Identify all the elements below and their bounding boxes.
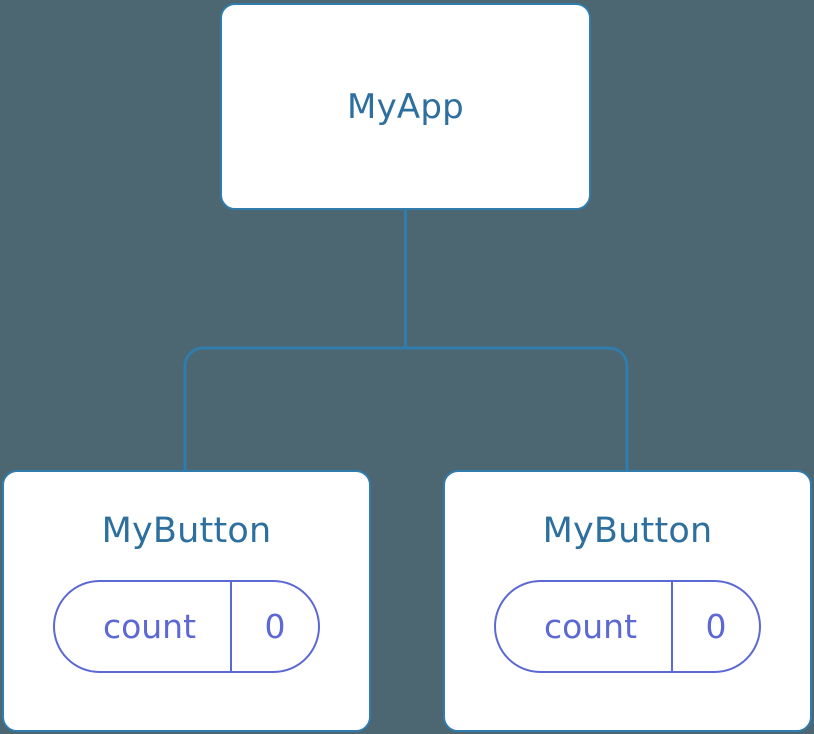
node-mybutton-2[interactable]: MyButton count 0 (443, 470, 812, 732)
node-mybutton-1-title: MyButton (101, 511, 272, 551)
node-myapp[interactable]: MyApp (220, 3, 591, 210)
state-key-count: count (102, 607, 197, 646)
state-key-count: count (543, 607, 638, 646)
state-pill-mybutton-2[interactable]: count 0 (494, 580, 761, 673)
node-mybutton-1[interactable]: MyButton count 0 (2, 470, 371, 732)
node-mybutton-2-title: MyButton (542, 511, 713, 551)
state-value-count: 0 (230, 582, 318, 671)
edge-to-mybutton-1 (183, 346, 406, 470)
state-value-count: 0 (671, 582, 759, 671)
edge-to-mybutton-2 (405, 346, 629, 470)
node-myapp-title: MyApp (347, 86, 464, 127)
state-pill-mybutton-1[interactable]: count 0 (53, 580, 320, 673)
